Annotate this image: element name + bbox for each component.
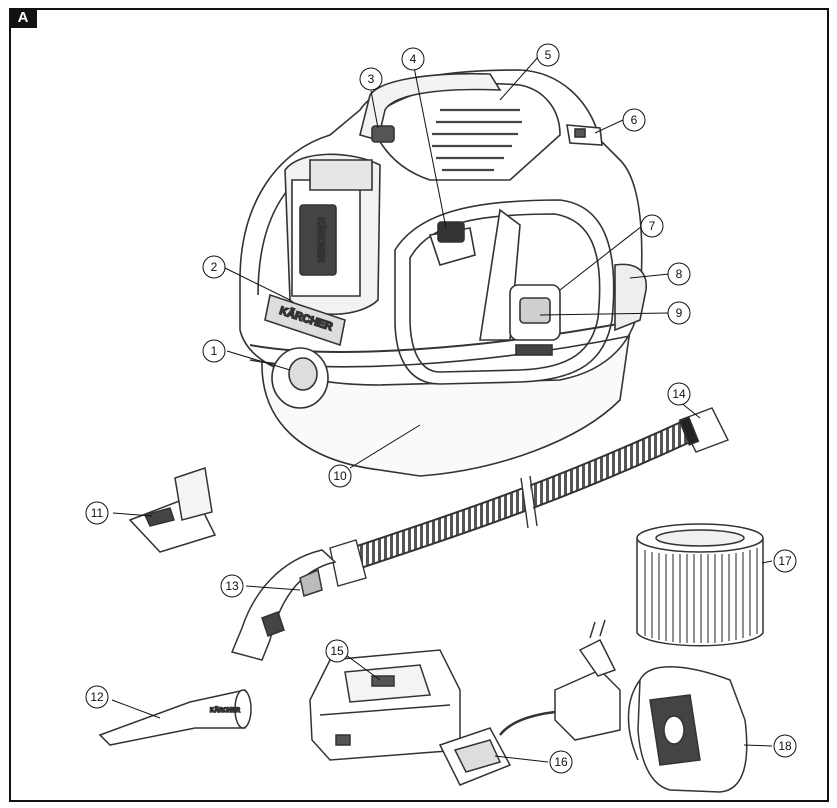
suction-inlet xyxy=(271,347,329,409)
hose-handle-coupling xyxy=(329,539,367,587)
callout-7-text: 7 xyxy=(649,219,656,233)
callout-10-text: 10 xyxy=(333,469,347,483)
battery-charger xyxy=(438,619,621,786)
callout-2-text: 2 xyxy=(211,260,218,274)
callout-5-text: 5 xyxy=(545,48,552,62)
callout-14: 14 xyxy=(667,382,691,406)
callout-13: 13 xyxy=(220,574,244,598)
callout-5: 5 xyxy=(536,43,560,67)
callout-8: 8 xyxy=(667,262,691,286)
figure-label: A xyxy=(9,8,37,28)
callout-3: 3 xyxy=(359,67,383,91)
callout-10: 10 xyxy=(328,464,352,488)
callout-11: 11 xyxy=(85,501,109,525)
cooling-grille xyxy=(432,108,522,172)
callout-8-text: 8 xyxy=(676,267,683,281)
battery-pack xyxy=(309,649,461,761)
callout-12-text: 12 xyxy=(90,690,104,704)
flat-pleated-filter-bag xyxy=(627,666,748,793)
callout-13-text: 13 xyxy=(225,579,239,593)
power-switch xyxy=(428,221,476,266)
callout-18-text: 18 xyxy=(778,739,792,753)
callout-16: 16 xyxy=(549,750,573,774)
callout-18: 18 xyxy=(773,734,797,758)
callout-15-text: 15 xyxy=(330,644,344,658)
crevice-brand-text: KÄRCHER xyxy=(210,707,241,714)
suction-hose xyxy=(329,407,729,587)
callout-2: 2 xyxy=(202,255,226,279)
callout-1-text: 1 xyxy=(211,344,218,358)
floor-nozzle xyxy=(128,467,217,553)
handle-release-button xyxy=(371,125,395,143)
crevice-nozzle: KÄRCHER xyxy=(98,689,252,746)
callout-3-text: 3 xyxy=(368,72,375,86)
callout-6-text: 6 xyxy=(631,113,638,127)
vacuum-cleaner-body: KÄRCHER KÄRCHER xyxy=(239,69,647,477)
callout-4-text: 4 xyxy=(410,52,417,66)
suction-handle-tube xyxy=(230,549,337,661)
battery-brand-text: KÄRCHER xyxy=(316,218,326,264)
callout-15: 15 xyxy=(325,639,349,663)
accessory-holder xyxy=(614,263,647,332)
callout-17-text: 17 xyxy=(778,554,792,568)
callout-17: 17 xyxy=(773,549,797,573)
callout-16-text: 16 xyxy=(554,755,568,769)
carry-handle xyxy=(359,72,502,141)
callout-7: 7 xyxy=(640,214,664,238)
callout-9-text: 9 xyxy=(676,306,683,320)
callout-1: 1 xyxy=(202,339,226,363)
leader-lines xyxy=(111,55,773,763)
callout-9: 9 xyxy=(667,301,691,325)
figure-frame xyxy=(9,8,829,802)
cartridge-filter xyxy=(636,523,764,647)
callout-14-text: 14 xyxy=(672,387,686,401)
callout-6: 6 xyxy=(622,108,646,132)
filter-cleaning-button xyxy=(509,284,561,356)
callout-11-text: 11 xyxy=(91,506,104,520)
callout-4: 4 xyxy=(401,47,425,71)
callout-12: 12 xyxy=(85,685,109,709)
